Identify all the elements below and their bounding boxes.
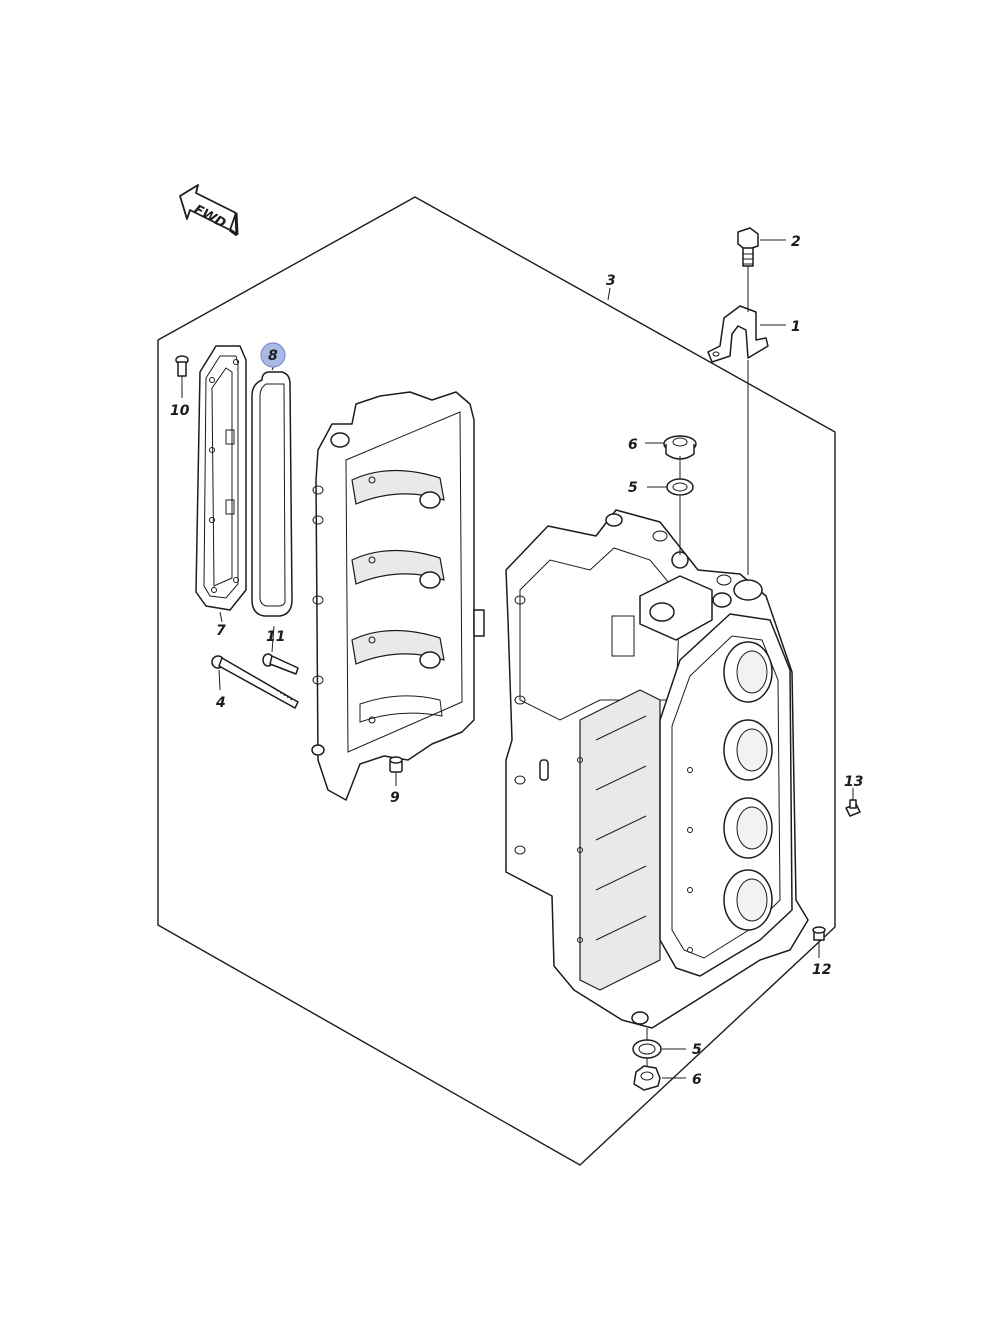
- cylinder-head: [311, 391, 485, 801]
- callout-1[interactable]: 1: [791, 319, 801, 335]
- callout-labels: 1 2 3 4 5 5 6 6 7 8 9 10 11 12 13: [170, 234, 863, 1088]
- callout-12[interactable]: 12: [812, 962, 831, 978]
- cylinder-block: [505, 509, 809, 1029]
- part-10-bolt: [175, 355, 189, 377]
- part-2-bolt: [737, 227, 759, 267]
- assembly-guide-lines: [646, 266, 749, 1066]
- callout-6-upper[interactable]: 6: [628, 437, 638, 453]
- part-13-stud: [845, 799, 861, 817]
- part-11-bolt: [262, 653, 299, 675]
- callout-4[interactable]: 4: [215, 695, 226, 711]
- callout-13[interactable]: 13: [844, 774, 863, 790]
- part-6-plug-lower: [633, 1065, 661, 1091]
- callout-2[interactable]: 2: [791, 234, 801, 250]
- callout-11[interactable]: 11: [266, 629, 285, 645]
- part-5-washer-lower: [632, 1039, 662, 1059]
- part-6-plug-upper: [663, 435, 697, 460]
- part-1-clamp: [707, 305, 769, 363]
- callout-7[interactable]: 7: [216, 623, 226, 639]
- fwd-arrow: FWD: [179, 184, 239, 237]
- callout-9[interactable]: 9: [390, 790, 400, 806]
- part-12-bolt: [812, 926, 826, 941]
- callout-10[interactable]: 10: [170, 403, 190, 419]
- callout-5-lower[interactable]: 5: [692, 1042, 702, 1058]
- callout-6-lower[interactable]: 6: [692, 1072, 702, 1088]
- part-8-highlight: [260, 342, 286, 368]
- assembly-boundary: [157, 196, 836, 1166]
- callout-3[interactable]: 3: [606, 273, 616, 289]
- part-8-gasket: [251, 371, 293, 617]
- part-9-dowel-pin: [389, 756, 403, 773]
- part-4-long-bolt: [211, 655, 299, 709]
- callout-8[interactable]: 8: [268, 348, 278, 364]
- part-5-washer-upper: [666, 478, 694, 496]
- part-7-cover-plate: [195, 345, 247, 611]
- callout-5-upper[interactable]: 5: [628, 480, 638, 496]
